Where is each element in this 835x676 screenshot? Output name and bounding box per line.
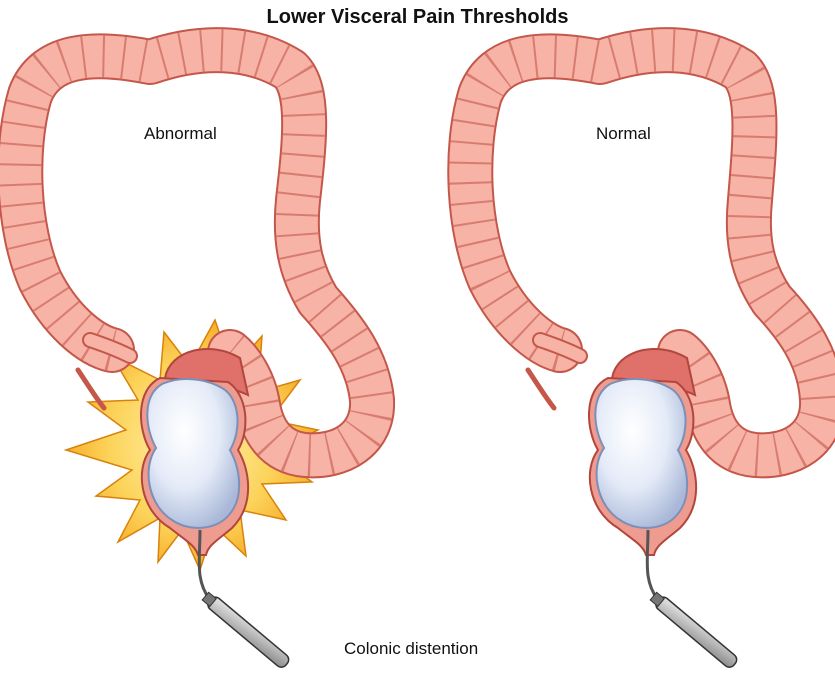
figure-title: Lower Visceral Pain Thresholds	[0, 6, 835, 29]
appendix-normal	[528, 370, 554, 408]
balloon-abnormal	[147, 379, 239, 528]
balloon-normal	[595, 379, 687, 528]
caption-label: Colonic distention	[344, 639, 478, 659]
probe-abnormal	[201, 591, 291, 670]
abnormal-label: Abnormal	[144, 124, 217, 144]
normal-label: Normal	[596, 124, 651, 144]
probe-normal	[649, 591, 739, 670]
